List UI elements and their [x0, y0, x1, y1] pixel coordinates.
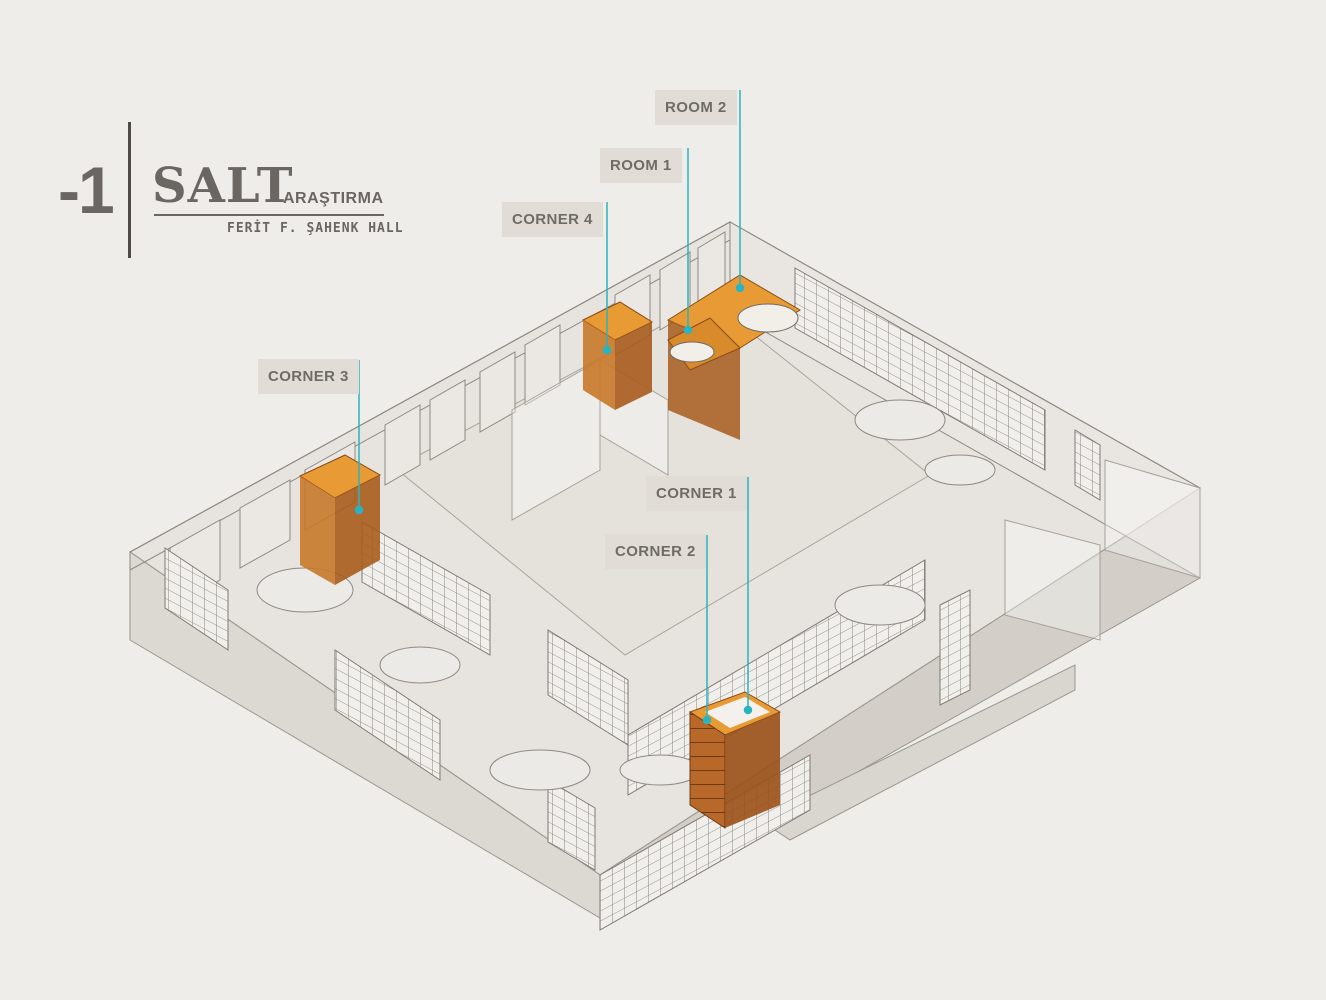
level-number: -1: [58, 153, 115, 227]
brand-rule: [154, 214, 384, 216]
callout-corner-2[interactable]: CORNER 2: [605, 534, 706, 569]
callout-corner-1[interactable]: CORNER 1: [646, 476, 747, 511]
callout-room-2[interactable]: ROOM 2: [655, 90, 737, 125]
callout-room-1[interactable]: ROOM 1: [600, 148, 682, 183]
brand-logo: SALT: [152, 158, 294, 214]
callout-corner-4[interactable]: CORNER 4: [502, 202, 603, 237]
corner-1-2-volume: [688, 691, 782, 829]
leader-lines: [354, 90, 753, 725]
corner-3-volume: [298, 454, 382, 585]
callout-corner-3[interactable]: CORNER 3: [258, 359, 359, 394]
header-divider: [128, 122, 131, 258]
hall-name: FERİT F. ŞAHENK HALL: [227, 221, 404, 236]
reading-tables: [256, 399, 996, 791]
corner-4-volume: [581, 301, 654, 410]
interior-partitions: [511, 359, 1201, 641]
brand-subtitle: ARAŞTIRMA: [283, 190, 384, 207]
